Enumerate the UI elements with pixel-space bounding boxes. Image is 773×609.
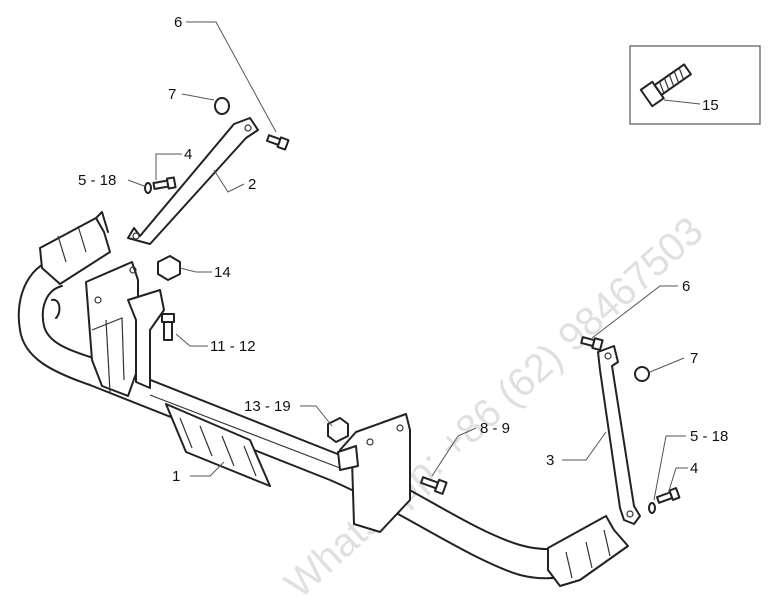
link-bar-part-2: [127, 117, 259, 245]
hardware: [144, 97, 681, 514]
callout-1: 1: [172, 468, 180, 485]
left-saddle-bracket: [39, 211, 111, 285]
callout-2: 2: [248, 176, 256, 193]
crossmember-part-1: [17, 257, 601, 580]
callout-8-9: 8 - 9: [480, 420, 510, 437]
callout-13-19: 13 - 19: [244, 398, 291, 415]
callouts: 6 7 4 5 - 18 2 14 11 - 12 13 - 19 8 - 9 …: [78, 14, 728, 485]
callout-4-left: 4: [184, 146, 192, 163]
inset-bolt-15: [629, 45, 761, 125]
leader-lines: [127, 21, 688, 501]
callout-5-18-right: 5 - 18: [690, 428, 728, 445]
callout-6-right: 6: [682, 278, 690, 295]
callout-3: 3: [546, 452, 554, 469]
callout-15: 15: [702, 97, 719, 114]
callout-7-top: 7: [168, 86, 176, 103]
callout-4-right: 4: [690, 460, 698, 477]
callout-6-top: 6: [174, 14, 182, 31]
left-hanger-plates: [85, 261, 165, 397]
right-saddle-bracket: [547, 515, 629, 587]
callout-11-12: 11 - 12: [210, 338, 256, 355]
callout-14: 14: [214, 264, 231, 281]
watermark: WhatsApp: +86 (62) 98467503: [277, 209, 712, 607]
right-mounting-plate: [337, 413, 411, 533]
callout-7-right: 7: [690, 350, 698, 367]
link-bar-part-3: [597, 345, 641, 525]
callout-5-18-left: 5 - 18: [78, 172, 116, 189]
